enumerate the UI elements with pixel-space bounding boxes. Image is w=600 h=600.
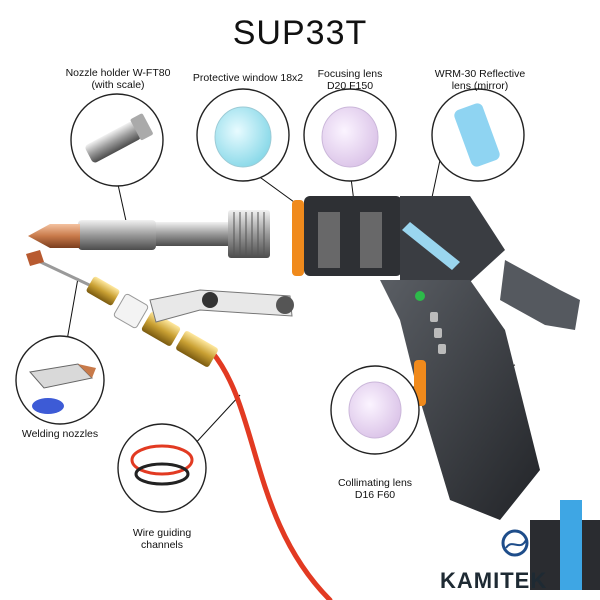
nozzle-holder bbox=[78, 220, 156, 250]
trigger bbox=[414, 360, 426, 406]
mirror-block bbox=[400, 196, 505, 282]
handle-body bbox=[380, 280, 540, 520]
callout-wire-guiding bbox=[117, 423, 207, 513]
product-title: SUP33T bbox=[232, 14, 368, 52]
label-welding-nozzles: Welding nozzles bbox=[21, 428, 99, 440]
label-collimating-lens: Collimating lens D16 F60 bbox=[337, 477, 413, 501]
brand-name: KAMITEK bbox=[440, 568, 548, 593]
label-wire-guiding: Wire guiding channels bbox=[132, 527, 192, 551]
copper-nozzle bbox=[28, 224, 80, 248]
knurled-collar bbox=[228, 210, 270, 258]
label-focusing-lens: Focusing lens D20 F150 bbox=[317, 68, 383, 92]
label-protective-window: Protective window 18x2 bbox=[192, 72, 304, 84]
label-reflective-lens: WRM-30 Reflective lens (mirror) bbox=[434, 68, 526, 92]
brand-logo-icon bbox=[501, 529, 529, 557]
orange-ring bbox=[292, 200, 304, 276]
status-led bbox=[415, 291, 425, 301]
wire-hose bbox=[209, 349, 333, 600]
label-nozzle-holder: Nozzle holder W-FT80 (with scale) bbox=[65, 67, 171, 91]
